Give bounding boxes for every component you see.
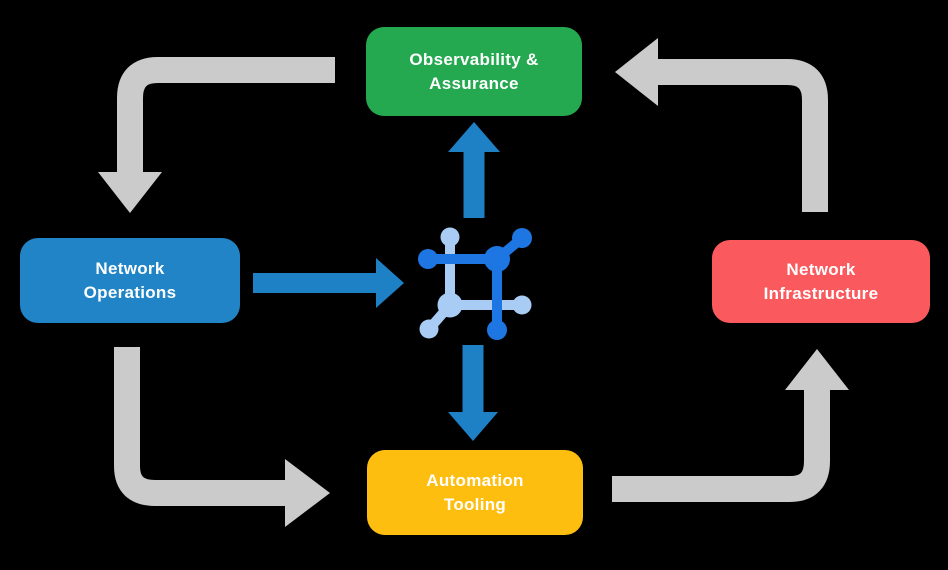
node-label-line: Observability & — [409, 49, 539, 69]
arrow-head-right-icon — [376, 258, 404, 308]
network-fabric-icon — [418, 227, 532, 340]
node-label-line: Network — [95, 258, 165, 278]
arrow-head-left-icon — [615, 38, 658, 106]
icon-node — [418, 249, 438, 269]
arrow-shaft — [117, 57, 335, 172]
arrow-shaft — [658, 59, 828, 212]
arrow-infrastructure-to-observability — [615, 38, 828, 212]
arrow-head-up-icon — [448, 122, 500, 152]
node-network-operations: Network Operations — [20, 238, 240, 323]
arrow-head-down-icon — [98, 172, 162, 213]
arrow-center-to-observability — [448, 122, 500, 218]
arrow-operations-to-automation — [114, 347, 330, 527]
icon-corner-node — [437, 292, 463, 318]
node-label-line: Automation — [426, 470, 524, 490]
arrow-center-to-automation — [448, 345, 498, 441]
arrow-head-up-icon — [785, 349, 849, 390]
arrow-shaft — [114, 347, 285, 506]
arrow-shaft — [612, 390, 830, 502]
arrow-operations-to-center — [253, 258, 404, 308]
arrow-automation-to-infrastructure — [612, 349, 849, 502]
icon-node — [440, 227, 460, 247]
node-label-line: Operations — [83, 282, 177, 302]
node-automation-tooling: Automation Tooling — [367, 450, 583, 535]
node-observability-assurance: Observability & Assurance — [366, 27, 582, 116]
node-label-line: Infrastructure — [763, 283, 879, 303]
arrow-observability-to-operations — [98, 57, 335, 213]
arrow-head-right-icon — [285, 459, 330, 527]
icon-corner-node — [484, 246, 510, 272]
arrow-head-down-icon — [448, 412, 498, 441]
icon-node — [512, 228, 532, 248]
icon-node — [419, 319, 439, 339]
node-network-infrastructure: Network Infrastructure — [712, 240, 930, 323]
icon-node — [487, 320, 507, 340]
node-label-line: Assurance — [429, 73, 519, 93]
node-label-line: Network — [786, 259, 856, 279]
node-label-line: Tooling — [443, 494, 507, 514]
icon-node — [512, 295, 532, 315]
